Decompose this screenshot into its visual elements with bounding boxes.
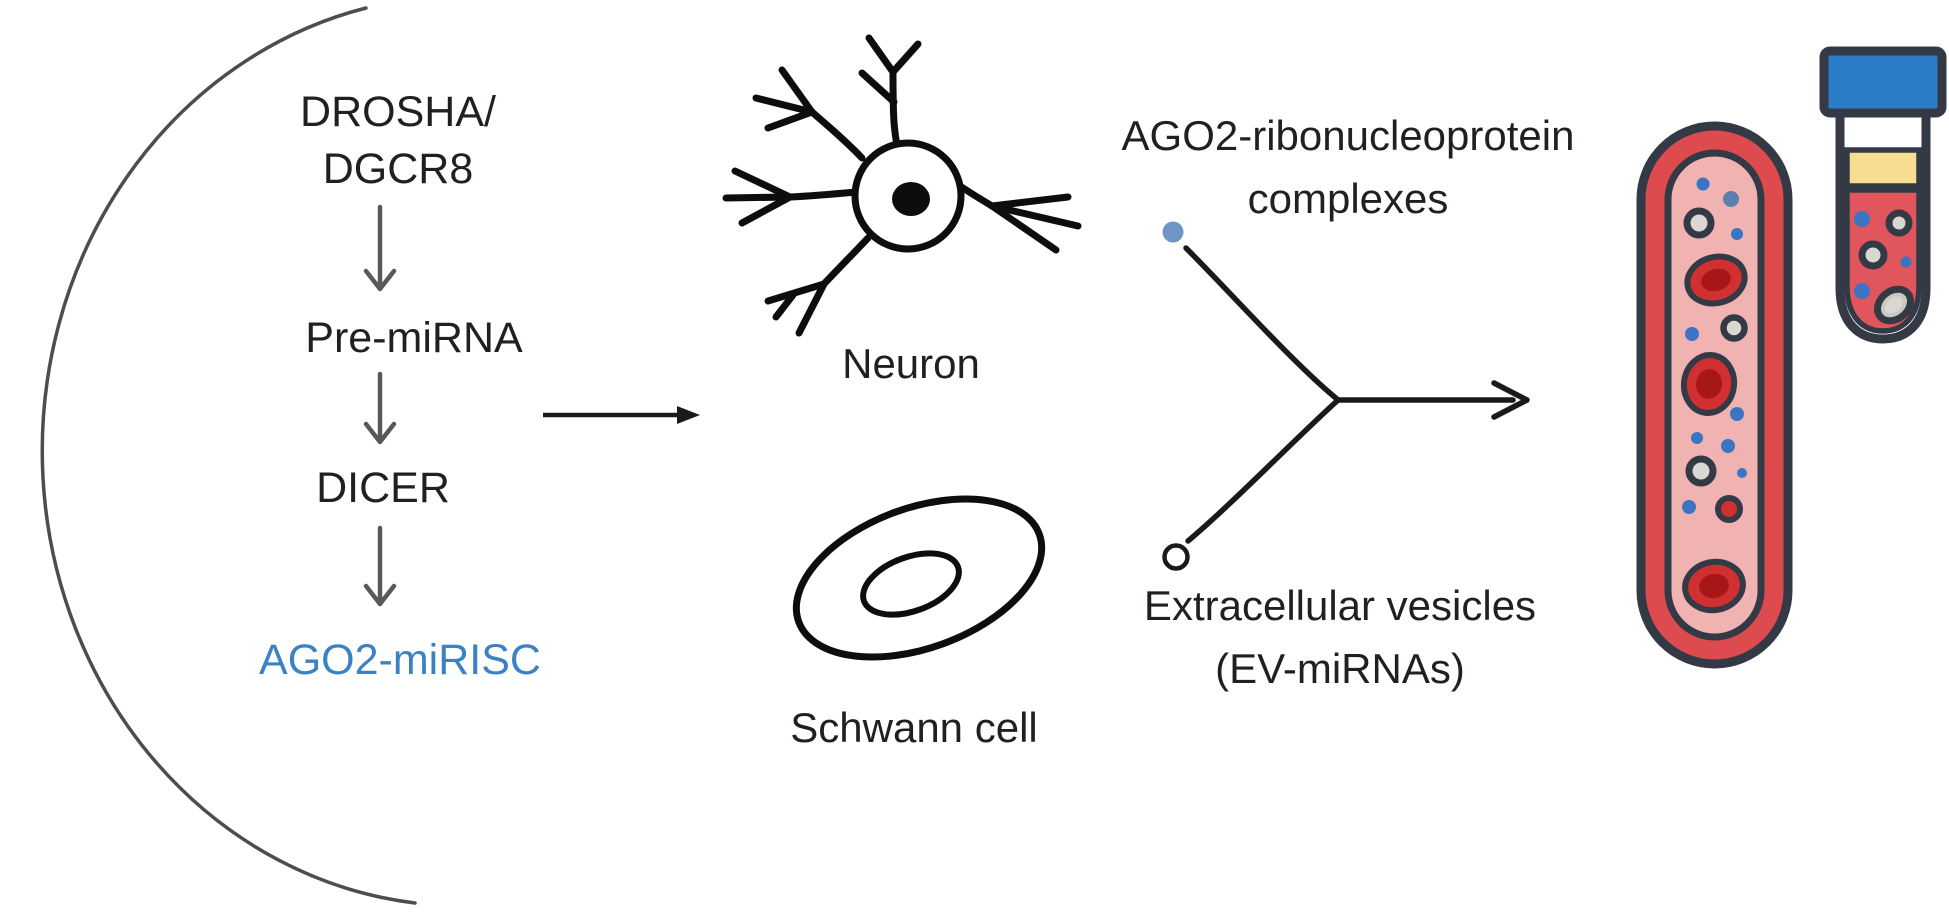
convergence-arrow-icon xyxy=(1183,245,1530,544)
dgcr8-label-line2: DGCR8 xyxy=(322,145,474,193)
ago2-mirisc-label: AGO2-miRISC xyxy=(259,636,541,684)
rnp-label-line2: complexes xyxy=(1247,175,1449,222)
neuron-icon xyxy=(722,34,1082,337)
down-arrow-3-icon xyxy=(363,525,397,607)
pre-mirna-label: Pre-miRNA xyxy=(305,314,523,362)
export-arrow-icon xyxy=(543,406,700,424)
dicer-label: DICER xyxy=(316,464,450,512)
drosha-label-line1: DROSHA/ xyxy=(300,88,496,136)
ev-label-line1: Extracellular vesicles xyxy=(1143,582,1537,629)
rnp-label-line1: AGO2-ribonucleoprotein xyxy=(1121,112,1575,159)
rnp-dot-icon xyxy=(1162,221,1184,243)
neuron-label: Neuron xyxy=(842,340,980,387)
blood-tube-icon xyxy=(1819,46,1947,344)
schwann-cell-icon xyxy=(792,495,1046,661)
rnp-complexes-label: AGO2-ribonucleoprotein complexes xyxy=(1122,104,1575,230)
cell-membrane-arc-icon xyxy=(40,6,417,905)
ev-label-line2: (EV-miRNAs) xyxy=(1215,645,1465,692)
down-arrow-1-icon xyxy=(363,204,397,292)
schwann-cell-label: Schwann cell xyxy=(790,704,1038,751)
blood-vessel-icon xyxy=(1636,121,1793,669)
ev-circle-icon xyxy=(1162,543,1190,571)
drosha-dgcr8-label: DROSHA/ DGCR8 xyxy=(300,84,496,198)
down-arrow-2-icon xyxy=(363,371,397,445)
extracellular-vesicles-label: Extracellular vesicles (EV-miRNAs) xyxy=(1144,574,1536,700)
